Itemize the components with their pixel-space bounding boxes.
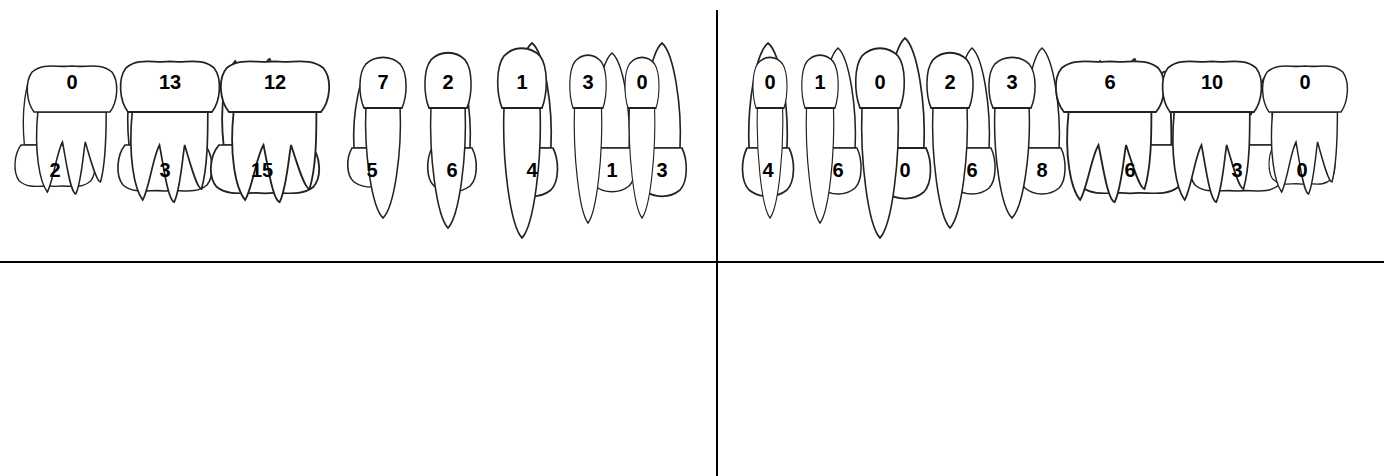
callout-number: 1 [606, 160, 617, 180]
callout-number: 0 [874, 72, 885, 92]
callout-number: 4 [762, 160, 773, 180]
callout-number: 5 [366, 160, 377, 180]
callout-number: 3 [1006, 72, 1017, 92]
callout-number: 1 [516, 72, 527, 92]
callout-number: 6 [966, 160, 977, 180]
callout-number: 13 [159, 72, 181, 92]
callout-number: 0 [1299, 72, 1310, 92]
callout-number: 2 [442, 72, 453, 92]
callout-number: 7 [377, 72, 388, 92]
callout-number: 3 [582, 72, 593, 92]
callout-number: 6 [1104, 72, 1115, 92]
callout-number: 6 [1124, 160, 1135, 180]
callout-number: 3 [1231, 160, 1242, 180]
callout-number: 4 [526, 160, 537, 180]
callout-number: 2 [49, 160, 60, 180]
callout-number: 3 [656, 160, 667, 180]
callout-number: 0 [899, 160, 910, 180]
callout-number: 15 [251, 160, 273, 180]
callout-number: 0 [66, 72, 77, 92]
callout-number: 8 [1036, 160, 1047, 180]
callout-number: 6 [832, 160, 843, 180]
callout-number: 6 [446, 160, 457, 180]
callout-number: 12 [264, 72, 286, 92]
callout-number: 0 [1296, 160, 1307, 180]
callout-number: 1 [814, 72, 825, 92]
callout-number: 3 [159, 160, 170, 180]
callout-number: 0 [764, 72, 775, 92]
callout-number: 10 [1201, 72, 1223, 92]
callout-number: 0 [636, 72, 647, 92]
callout-number: 2 [944, 72, 955, 92]
